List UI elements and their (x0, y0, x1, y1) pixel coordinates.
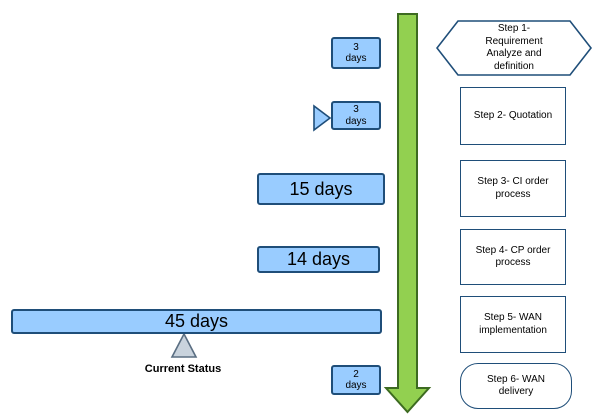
duration-step-4: 14 days (257, 246, 380, 273)
step-2-box: Step 2- Quotation (460, 87, 566, 145)
pointer-icon (313, 104, 332, 132)
duration-step-1: 3 days (331, 37, 381, 69)
current-status-label: Current Status (144, 363, 222, 375)
duration-step-6: 2 days (331, 365, 381, 395)
step-4-box: Step 4- CP order process (460, 229, 566, 285)
step-5-box: Step 5- WAN implementation (460, 296, 566, 353)
duration-step-5: 45 days (11, 309, 382, 334)
step-3-box: Step 3- CI order process (460, 160, 566, 217)
duration-step-3: 15 days (257, 173, 385, 205)
status-marker-icon (170, 332, 198, 358)
duration-step-2: 3 days (331, 101, 381, 130)
step-1-box: Step 1- Requirement Analyze and definiti… (436, 20, 592, 76)
step-6-box: Step 6- WAN delivery (460, 363, 572, 409)
step-1-label: Step 1- Requirement Analyze and definiti… (485, 23, 543, 72)
